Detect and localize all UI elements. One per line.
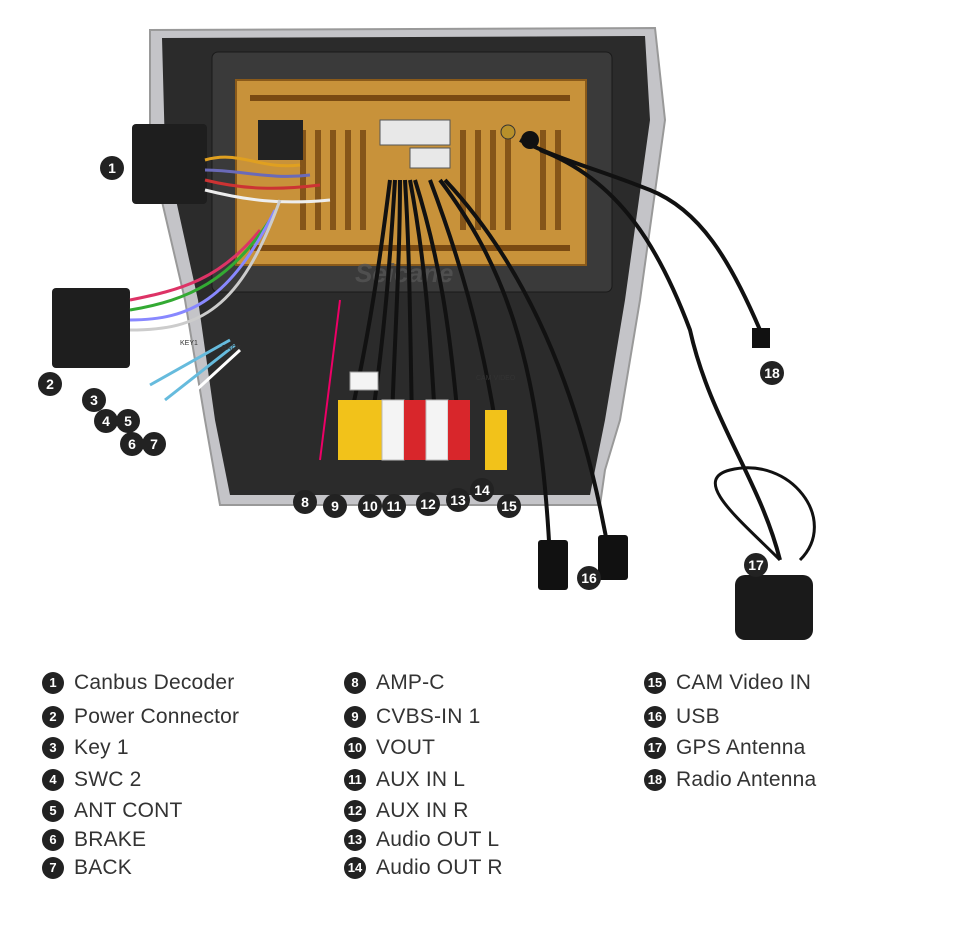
legend-number: 3 — [42, 737, 64, 759]
callout-8: 8 — [293, 490, 317, 514]
legend-item: 5 ANT CONT — [42, 797, 183, 825]
legend-item: 8 AMP-C — [344, 669, 445, 697]
legend-number: 9 — [344, 706, 366, 728]
canbus-decoder-box — [132, 124, 207, 204]
legend-item: 3 Key 1 — [42, 734, 129, 762]
power-connector — [52, 288, 130, 368]
legend-label: AUX IN L — [376, 768, 466, 791]
callout-6: 6 — [120, 432, 144, 456]
legend-label: BRAKE — [74, 828, 147, 851]
ribbon-connector — [379, 119, 451, 146]
callout-12: 12 — [416, 492, 440, 516]
legend-number: 16 — [644, 706, 666, 728]
usb-plug-2 — [598, 535, 628, 580]
legend-number: 2 — [42, 706, 64, 728]
legend-number: 7 — [42, 857, 64, 879]
callout-15: 15 — [497, 494, 521, 518]
legend-number: 14 — [344, 857, 366, 879]
callout-7: 7 — [142, 432, 166, 456]
legend-item: 13 Audio OUT L — [344, 826, 499, 854]
harness-socket — [258, 120, 303, 160]
callout-9: 9 — [323, 494, 347, 518]
rca-plug-aux-l — [381, 399, 405, 461]
legend-number: 18 — [644, 769, 666, 791]
callout-16: 16 — [577, 566, 601, 590]
legend-item: 18 Radio Antenna — [644, 766, 816, 794]
legend-number: 15 — [644, 672, 666, 694]
callout-4: 4 — [94, 409, 118, 433]
legend-label: Radio Antenna — [676, 768, 817, 791]
legend-label: BACK — [74, 856, 132, 879]
legend-item: 17 GPS Antenna — [644, 734, 805, 762]
legend-label: AMP-C — [376, 671, 445, 694]
legend-item: 1 Canbus Decoder — [42, 669, 234, 697]
legend-number: 6 — [42, 829, 64, 851]
legend-label: ANT CONT — [74, 799, 183, 822]
legend-number: 13 — [344, 829, 366, 851]
usb-plug-1 — [538, 540, 568, 590]
legend-label: Canbus Decoder — [74, 671, 235, 694]
legend-label: SWC 2 — [74, 768, 142, 791]
rca-plug-cam — [485, 410, 507, 470]
callout-3: 3 — [82, 388, 106, 412]
gps-antenna — [735, 575, 813, 640]
legend-item: 2 Power Connector — [42, 703, 239, 731]
legend-item: 9 CVBS-IN 1 — [344, 703, 481, 731]
rca-plug-cvbs — [360, 400, 382, 460]
legend-label: GPS Antenna — [676, 736, 806, 759]
rca-plug-vout — [338, 400, 360, 460]
callout-11: 11 — [382, 494, 406, 518]
rca-plug-out-r — [448, 400, 470, 460]
callout-13: 13 — [446, 488, 470, 512]
legend-number: 4 — [42, 769, 64, 791]
legend-number: 12 — [344, 800, 366, 822]
copper-back-panel — [235, 79, 587, 266]
legend-item: 15 CAM Video IN — [644, 669, 811, 697]
legend-number: 11 — [344, 769, 366, 791]
legend-item: 12 AUX IN R — [344, 797, 469, 825]
legend-number: 8 — [344, 672, 366, 694]
ribbon-connector-2 — [409, 147, 451, 169]
callout-5: 5 — [116, 409, 140, 433]
legend-number: 10 — [344, 737, 366, 759]
legend-label: USB — [676, 705, 720, 728]
legend-item: 14 Audio OUT R — [344, 854, 503, 882]
legend-label: CVBS-IN 1 — [376, 705, 481, 728]
legend-label: Audio OUT L — [376, 828, 500, 851]
callout-10: 10 — [358, 494, 382, 518]
legend-item: 6 BRAKE — [42, 826, 146, 854]
callout-2: 2 — [38, 372, 62, 396]
antenna-jack — [500, 124, 516, 140]
legend-label: Power Connector — [74, 705, 240, 728]
callout-14: 14 — [470, 478, 494, 502]
legend-item: 7 BACK — [42, 854, 132, 882]
product-diagram: Seicane — [52, 26, 816, 640]
legend-number: 17 — [644, 737, 666, 759]
callout-18: 18 — [760, 361, 784, 385]
legend-item: 4 SWC 2 — [42, 766, 142, 794]
radio-antenna-plug — [752, 328, 770, 348]
legend-label: Key 1 — [74, 736, 129, 759]
legend-number: 1 — [42, 672, 64, 694]
legend-number: 5 — [42, 800, 64, 822]
legend-label: AUX IN R — [376, 799, 469, 822]
back-tag: BACK — [222, 345, 241, 352]
callout-1: 1 — [100, 156, 124, 180]
rca-plug-aux-r — [404, 400, 426, 460]
legend-label: Audio OUT R — [376, 856, 503, 879]
rca-plug-out-l — [425, 399, 449, 461]
legend-item: 11 AUX IN L — [344, 766, 465, 794]
callout-17: 17 — [744, 553, 768, 577]
key1-tag: KEY1 — [180, 340, 198, 347]
legend-item: 10 VOUT — [344, 734, 435, 762]
legend-label: VOUT — [376, 736, 436, 759]
legend-item: 16 USB — [644, 703, 720, 731]
cam-video-tag: CAM VIDEO — [476, 375, 516, 382]
legend-label: CAM Video IN — [676, 671, 812, 694]
